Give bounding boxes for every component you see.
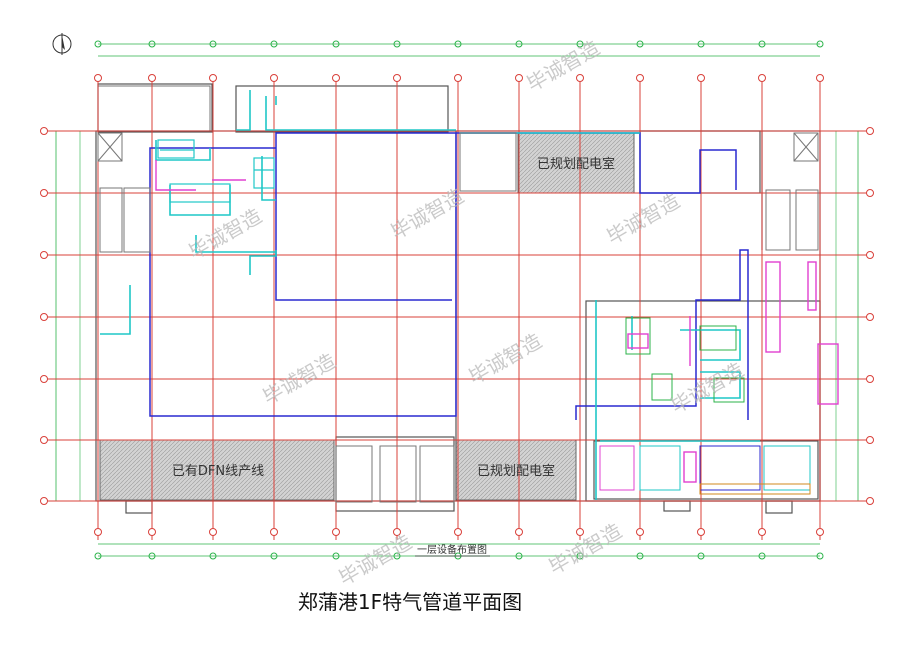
watermark-text: 毕诚智造 <box>603 189 684 250</box>
axis-bubble <box>866 497 874 505</box>
axis-bubble <box>40 127 48 135</box>
axis-bubble <box>866 189 874 197</box>
axis-bubble <box>40 375 48 383</box>
valve-manifold-cluster <box>157 139 275 203</box>
axis-bubble <box>816 74 824 82</box>
axis-bubble <box>866 127 874 135</box>
axis-bubble <box>40 313 48 321</box>
axis-bubble <box>697 74 705 82</box>
room-label-substation-top: 已规划配电室 <box>537 156 615 172</box>
axis-bubble <box>576 74 584 82</box>
watermark-text: 毕诚智造 <box>523 36 604 97</box>
axis-bubble <box>758 528 766 536</box>
watermark-layer: 毕诚智造 毕诚智造 毕诚智造 毕诚智造 毕诚智造 毕诚智造 毕诚智造 毕诚智造 … <box>185 36 748 591</box>
clean-room-boundary <box>149 132 749 420</box>
axis-bubble <box>40 497 48 505</box>
axis-bubble <box>636 74 644 82</box>
drawing-title: 一层设备布置图 <box>417 543 487 556</box>
gas-piping-cyan <box>100 90 760 500</box>
watermark-text: 毕诚智造 <box>335 530 416 591</box>
hatched-area-substation-bottom <box>455 439 577 501</box>
axis-bubble <box>866 251 874 259</box>
axis-bubble <box>515 74 523 82</box>
axis-bubble <box>758 74 766 82</box>
watermark-text: 毕诚智造 <box>465 329 546 390</box>
axis-bubble <box>393 74 401 82</box>
axis-bubble <box>270 528 278 536</box>
axis-bubble <box>454 528 462 536</box>
hatched-area-dfn <box>99 439 335 501</box>
page-caption: 郑蒲港1F特气管道平面图 <box>297 590 523 614</box>
north-arrow-icon <box>52 33 72 55</box>
axis-bubble <box>148 528 156 536</box>
axis-bubble <box>270 74 278 82</box>
axis-bubble <box>576 528 584 536</box>
axis-bubble <box>454 74 462 82</box>
watermark-text: 毕诚智造 <box>667 358 748 419</box>
watermark-text: 毕诚智造 <box>545 519 626 580</box>
gas-piping-magenta <box>155 160 839 483</box>
axis-bubble <box>209 528 217 536</box>
axis-bubble <box>393 528 401 536</box>
axis-bubble <box>40 251 48 259</box>
axis-bubble <box>515 528 523 536</box>
axis-bubble <box>40 189 48 197</box>
axis-grid <box>40 74 874 540</box>
fixtures <box>97 132 819 503</box>
axis-bubble <box>148 74 156 82</box>
axis-bubble <box>866 313 874 321</box>
gas-room-details <box>599 317 811 495</box>
hatched-area-substation-top <box>517 132 635 194</box>
axis-bubble <box>866 436 874 444</box>
hatched-area-top-left <box>97 85 211 133</box>
axis-bubble <box>94 528 102 536</box>
axis-bubble <box>697 528 705 536</box>
axis-bubble <box>209 74 217 82</box>
axis-bubble <box>332 528 340 536</box>
axis-bubble <box>94 74 102 82</box>
axis-bubble <box>816 528 824 536</box>
room-label-substation-bottom: 已规划配电室 <box>477 463 555 479</box>
axis-bubble <box>332 74 340 82</box>
axis-bubble <box>866 375 874 383</box>
room-label-dfn: 已有DFN线产线 <box>172 464 264 479</box>
axis-bubble <box>40 436 48 444</box>
axis-bubble <box>636 528 644 536</box>
